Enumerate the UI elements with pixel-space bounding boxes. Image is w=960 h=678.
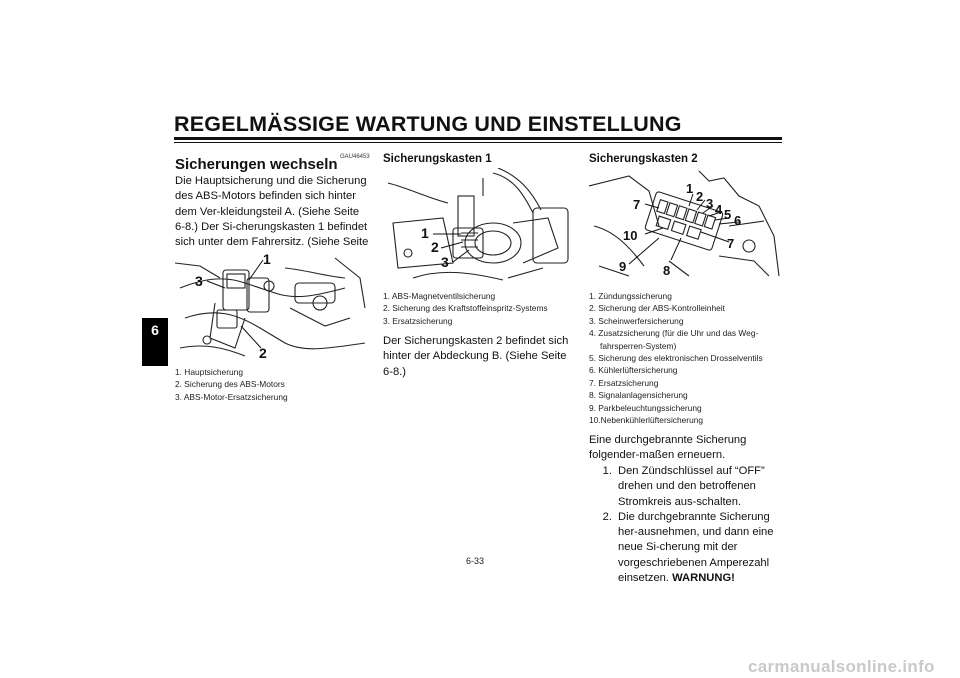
figure-callout: 1	[421, 225, 429, 241]
watermark: carmanualsonline.info	[748, 657, 935, 676]
fuse-box-2-location-paragraph: Der Sicherungskasten 2 befindet sich hin…	[383, 335, 569, 378]
main-fuse-figure: 1 2 3	[175, 248, 370, 360]
legend-item: 6. Kühlerlüftersicherung	[589, 365, 678, 376]
section-heading: Sicherungen wechseln	[175, 156, 338, 173]
legend-item: 3. Scheinwerfersicherung	[589, 315, 684, 326]
figure-callout: 1	[686, 181, 693, 196]
step-text: Den Zündschlüssel auf “OFF” drehen und d…	[618, 465, 765, 508]
fuse-box-2-heading: Sicherungskasten 2	[589, 153, 698, 165]
legend-item: 1. Hauptsicherung	[175, 367, 243, 377]
chapter-tab: 6	[142, 318, 168, 366]
step-text: Die durchgebrannte Sicherung her-ausnehm…	[618, 510, 774, 585]
figure-callout: 10	[623, 228, 637, 243]
fuse-box-2-figure: 1 2 3 4 5 6 7 7 8 9 10	[589, 166, 782, 281]
legend-item: 3. Ersatzsicherung	[383, 315, 453, 326]
figure-legend-1: 1. Hauptsicherung 2. Sicherung des ABS-M…	[175, 366, 375, 403]
legend-item: 8. Signalanlagensicherung	[589, 390, 688, 401]
page-title: REGELMÄSSIGE WARTUNG UND EINSTELLUNG	[174, 112, 682, 136]
figure-callout: 6	[734, 213, 741, 228]
figure-callout: 3	[441, 254, 449, 270]
legend-item: 3. ABS-Motor-Ersatzsicherung	[175, 391, 288, 402]
figure-callout: 7	[727, 236, 734, 251]
step-item: 2. Die durchgebrannte Sicherung her-ausn…	[589, 510, 789, 586]
figure-callout: 2	[259, 345, 267, 360]
legend-item: 1. ABS-Magnetventilsicherung	[383, 291, 496, 301]
figure-callout: 3	[706, 196, 713, 211]
intro-paragraph: Die Hauptsicherung und die Sicherung des…	[175, 175, 369, 263]
figure-callout: 4	[715, 202, 723, 217]
legend-item: 9. Parkbeleuchtungssicherung	[589, 402, 702, 413]
figure-callout: 7	[633, 197, 640, 212]
page-number: 6-33	[466, 556, 485, 566]
figure-callout: 2	[431, 239, 439, 255]
legend-item-continuation: fahrsperren-System)	[589, 340, 789, 352]
replacement-steps: 1. Den Zündschlüssel auf “OFF” drehen un…	[589, 464, 789, 586]
figure-callout: 5	[724, 207, 731, 222]
fuse-box-1-heading: Sicherungskasten 1	[383, 153, 492, 165]
figure-callout: 8	[663, 263, 670, 278]
legend-item: 2. Sicherung des ABS-Motors	[175, 379, 285, 390]
warning-label: WARNUNG!	[672, 572, 735, 585]
title-rule-thick	[174, 137, 782, 140]
legend-item-continuation-text: fahrsperren-System)	[600, 340, 677, 351]
legend-item: 5. Sicherung des elektronischen Drosselv…	[589, 353, 763, 364]
figure-callout: 1	[263, 251, 271, 267]
replacement-intro-paragraph: Eine durchgebrannte Sicherung folgender-…	[589, 434, 747, 462]
legend-item: 1. Zündungssicherung	[589, 291, 672, 301]
figure-legend-2: 1. ABS-Magnetventilsicherung 2. Sicherun…	[383, 290, 578, 327]
legend-item: 10.Nebenkühlerlüftersicherung	[589, 415, 704, 426]
figure-callout: 2	[696, 189, 703, 204]
step-number: 2.	[602, 510, 612, 523]
figure-callout: 9	[619, 259, 626, 274]
figure-callout: 3	[195, 273, 203, 289]
step-text-wrapper: Die durchgebrannte Sicherung her-ausnehm…	[618, 510, 789, 586]
section-code: GAU46453	[340, 154, 370, 160]
step-item: 1. Den Zündschlüssel auf “OFF” drehen un…	[589, 464, 789, 510]
step-number: 1.	[602, 465, 612, 477]
legend-item: 2. Sicherung des Kraftstoffeinspritz-Sys…	[383, 303, 548, 314]
fuse-box-1-figure: 1 2 3	[383, 168, 573, 281]
figure-legend-3: 1. Zündungssicherung 2. Sicherung der AB…	[589, 290, 789, 426]
legend-item: 4. Zusatzsicherung (für die Uhr und das …	[589, 328, 759, 339]
legend-item: 7. Ersatzsicherung	[589, 377, 659, 388]
title-rule-thin	[174, 142, 782, 143]
legend-item: 2. Sicherung der ABS-Kontrolleinheit	[589, 303, 725, 314]
